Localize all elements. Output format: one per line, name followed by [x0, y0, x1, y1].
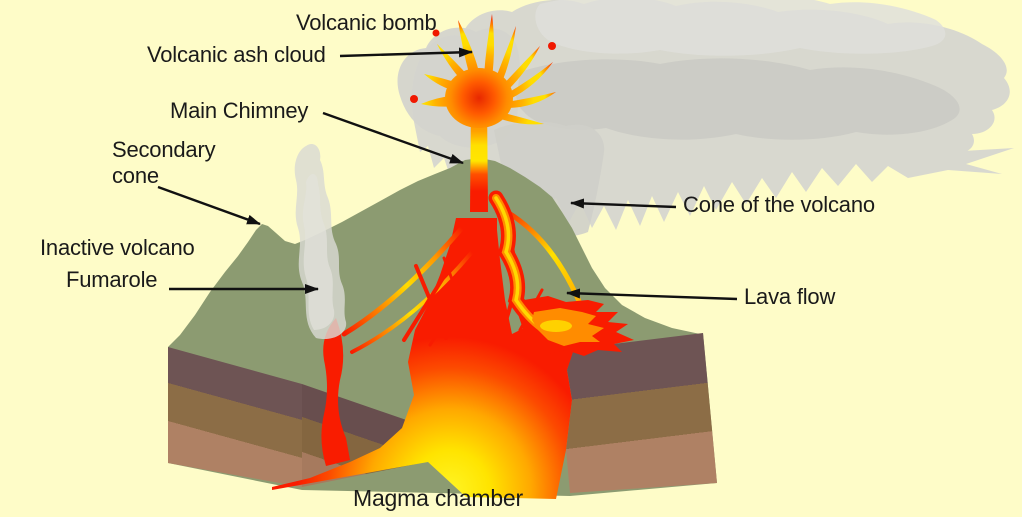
volcanic-bombs — [410, 29, 556, 103]
label-magma-chamber: Magma chamber — [353, 485, 523, 511]
label-volcanic-ash-cloud: Volcanic ash cloud — [147, 42, 326, 67]
label-main-chimney: Main Chimney — [170, 98, 309, 123]
magma-body — [272, 218, 573, 499]
arrow-cone-of-volcano — [570, 198, 677, 209]
label-volcanic-bomb: Volcanic bomb — [296, 10, 437, 35]
volcanic-ash-cloud — [397, 0, 1014, 237]
annotation-arrows — [157, 47, 738, 301]
lava-flow — [488, 190, 634, 356]
arrow-main-chimney — [322, 111, 464, 165]
magma-left-channel — [321, 318, 350, 466]
arrow-secondary-cone — [157, 185, 261, 226]
arrow-volcanic-ash-cloud — [339, 47, 473, 58]
label-inactive-volcano: Inactive volcano — [40, 235, 195, 260]
ground-right-face — [566, 333, 717, 493]
main-chimney — [470, 100, 488, 212]
ground-left-face — [168, 347, 302, 487]
label-lava-flow: Lava flow — [744, 284, 836, 309]
label-secondary-cone: Secondary cone — [112, 137, 216, 188]
arrow-lava-flow — [566, 288, 738, 301]
magma-chamber — [272, 218, 573, 499]
label-fumarole: Fumarole — [66, 267, 158, 292]
label-cone-of-the-volcano: Cone of the volcano — [683, 192, 875, 217]
